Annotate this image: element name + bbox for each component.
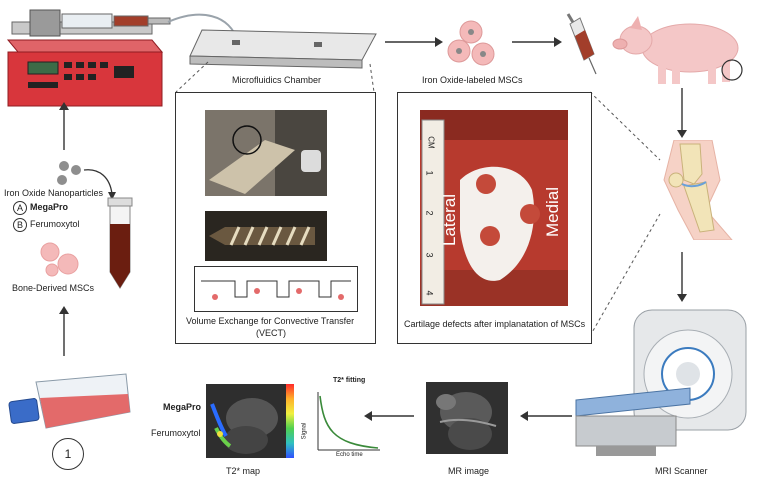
arrow-down-icon — [677, 88, 687, 138]
arrow-left-icon — [364, 411, 414, 421]
microfluidics-chamber — [186, 28, 378, 72]
microfluidics-chamber-label: Microfluidics Chamber — [232, 75, 322, 85]
ruler-4: 4 — [424, 290, 435, 296]
vect-schematic — [194, 266, 358, 312]
iron-oxide-nanoparticles-label: Iron Oxide Nanoparticles — [4, 188, 104, 198]
arrow-down-icon — [677, 252, 687, 302]
mr-image — [426, 382, 508, 454]
mri-scanner-icon — [572, 304, 752, 460]
option-a-badge: A — [13, 201, 27, 215]
t2-map-label: T2* map — [226, 466, 261, 476]
nanoparticles-icon — [50, 158, 90, 188]
t2-map-image — [206, 384, 290, 458]
option-b-label: Ferumoxytol — [30, 219, 80, 229]
arrow-right-icon — [512, 37, 562, 47]
curved-arrow-icon — [83, 169, 116, 200]
arrow-up-icon — [59, 306, 69, 356]
vect-device-photo — [205, 110, 327, 196]
knee-joint-icon — [654, 139, 744, 241]
syringe-pump — [2, 2, 182, 108]
cartilage-caption: Cartilage defects after implanatation of… — [404, 319, 586, 329]
labeled-mscs-label: Iron Oxide-labeled MSCs — [422, 75, 523, 85]
arrow-left-icon — [520, 411, 572, 421]
pig-icon — [608, 8, 753, 88]
arrow-up-icon — [59, 102, 69, 150]
ruler-2: 2 — [424, 210, 435, 216]
mr-image-label: MR image — [448, 466, 490, 476]
ruler-1: 1 — [424, 170, 435, 176]
culture-flask-icon — [6, 368, 134, 438]
echo-time-axis-label: Echo time — [336, 452, 363, 458]
medial-label: Medial — [543, 186, 563, 238]
lateral-label: Lateral — [439, 194, 459, 246]
megapro-map-label: MegaPro — [163, 402, 202, 412]
ferumoxytol-map-label: Ferumoxytol — [151, 428, 201, 438]
option-a-label: MegaPro — [30, 202, 69, 212]
t2-fitting-title: T2* fitting — [333, 377, 366, 384]
bone-derived-mscs-label: Bone-Derived MSCs — [12, 283, 95, 293]
vect-caption-line1: Volume Exchange for Convective Transfer — [186, 316, 355, 326]
mri-scanner-label: MRI Scanner — [655, 466, 708, 476]
step-number-badge: 1 — [52, 438, 84, 470]
centrifuge-tube-icon — [102, 196, 138, 292]
cartilage-photo — [420, 110, 568, 306]
option-b-badge: B — [13, 218, 27, 232]
t2-fitting-plot — [310, 388, 382, 460]
t2-colorbar — [286, 384, 294, 458]
ruler-3: 3 — [424, 252, 435, 258]
vect-channel-micrograph — [205, 211, 327, 261]
bone-derived-mscs-icon — [34, 238, 88, 280]
injection-syringe-icon — [560, 10, 604, 78]
labeled-mscs-icon — [444, 20, 498, 72]
arrow-right-icon — [385, 37, 443, 47]
vect-caption-line2: (VECT) — [256, 328, 286, 338]
ruler-cm: CM — [426, 136, 436, 149]
